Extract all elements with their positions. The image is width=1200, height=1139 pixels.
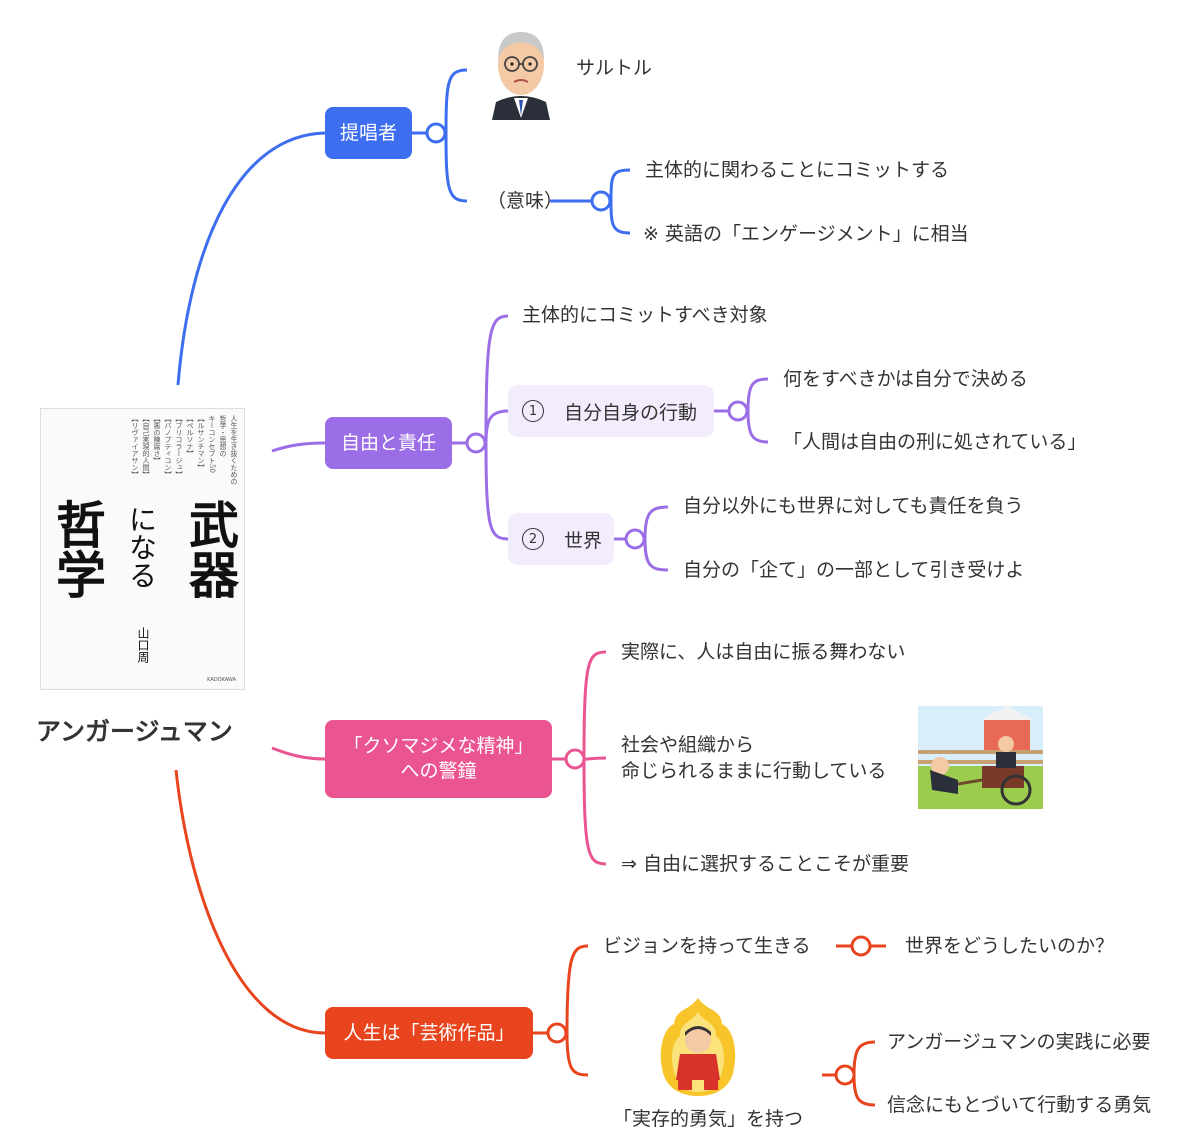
freedom-sub2[interactable]: 2 世界 xyxy=(508,513,614,565)
freedom-sub1-item[interactable]: 「人間は自由の刑に処されている」 xyxy=(783,431,1087,453)
book-publisher: KADOKAWA xyxy=(207,677,236,683)
freedom-sub1-label: 自分自身の行動 xyxy=(564,401,698,424)
art-vision[interactable]: ビジョンを持って生きる xyxy=(603,935,811,957)
freedom-sub2-item[interactable]: 自分以外にも世界に対しても責任を負う xyxy=(683,495,1024,517)
book-title-line2: になる xyxy=(125,505,158,589)
freedom-sub2-item[interactable]: 自分の「企て」の一部として引き受けよ xyxy=(683,559,1025,581)
branch-links-warning xyxy=(271,650,607,866)
freedom-target[interactable]: 主体的にコミットすべき対象 xyxy=(522,304,768,326)
art-vision-detail[interactable]: 世界をどうしたいのか？ xyxy=(905,935,1115,957)
proponent-name[interactable]: サルトル xyxy=(576,57,653,79)
warning-item[interactable]: 実際に、人は自由に振る舞わない xyxy=(621,641,906,663)
number-badge: 2 xyxy=(522,528,544,550)
art-courage-item[interactable]: 信念にもとづいて行動する勇気 xyxy=(887,1094,1152,1116)
root-topic[interactable]: アンガージュマン xyxy=(36,717,233,746)
book-title-line3: 哲学 xyxy=(48,499,107,599)
freedom-sub1[interactable]: 1 自分自身の行動 xyxy=(508,385,714,437)
meaning-item[interactable]: ※ 英語の「エンゲージメント」に相当 xyxy=(643,223,969,245)
branch-art[interactable]: 人生は「芸術作品」 xyxy=(325,1007,533,1059)
meaning-label[interactable]: （意味） xyxy=(487,190,564,212)
book-blurb: 人生を生き抜くための 哲学・思想の キーコンセプト50 【ルサンチマン】 【ペル… xyxy=(131,415,238,485)
book-author: 山口周 xyxy=(136,627,150,663)
art-courage-item[interactable]: アンガージュマンの実践に必要 xyxy=(887,1031,1151,1053)
freedom-sub2-label: 世界 xyxy=(564,529,603,552)
sartre-portrait-icon xyxy=(492,32,550,120)
branch-links-proponent xyxy=(176,68,631,386)
burning-courage-icon xyxy=(660,998,736,1096)
book-cover-image: 人生を生き抜くための 哲学・思想の キーコンセプト50 【ルサンチマン】 【ペル… xyxy=(40,408,245,690)
branch-freedom[interactable]: 自由と責任 xyxy=(325,417,452,469)
branch-links-art xyxy=(174,769,886,1107)
warning-item[interactable]: 社会や組織から 命じられるままに行動している xyxy=(621,734,887,782)
branch-warning[interactable]: 「クソマジメな精神」 への警鐘 xyxy=(325,720,552,798)
meaning-item[interactable]: 主体的に関わることにコミットする xyxy=(645,159,950,181)
carriage-illustration-icon xyxy=(918,706,1043,809)
freedom-sub1-item[interactable]: 何をすべきかは自分で決める xyxy=(783,368,1028,390)
branch-links-freedom xyxy=(271,314,769,572)
branch-proponent[interactable]: 提唱者 xyxy=(325,107,412,159)
number-badge: 1 xyxy=(522,400,544,422)
book-title-line1: 武器 xyxy=(181,499,240,599)
warning-item[interactable]: ⇒ 自由に選択することこそが重要 xyxy=(621,853,909,875)
art-courage[interactable]: 「実存的勇気」を持つ xyxy=(613,1108,804,1130)
